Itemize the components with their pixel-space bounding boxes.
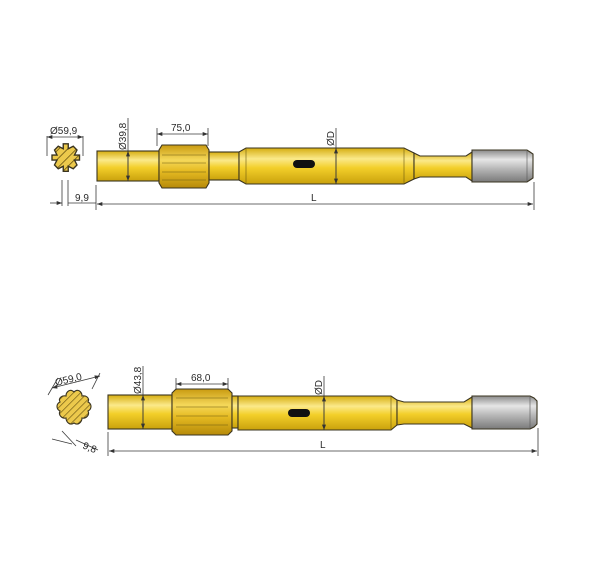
overall-length-label: L: [311, 193, 317, 204]
shank-diameter-label: Ø39,8: [118, 122, 129, 150]
shank-drawing-bottom: Ø59,0 9,8 Ø43,8: [47, 366, 539, 457]
body-diameter-label: ØD: [314, 380, 325, 395]
shank-tip: [471, 395, 538, 430]
flushing-slot: [288, 409, 310, 417]
body-diameter-label: ØD: [326, 131, 337, 146]
shank-diameter-label: Ø43,8: [133, 366, 144, 394]
shank-drawing-top: Ø59,9 9,9: [46, 118, 535, 210]
shank-body-bottom: [107, 388, 538, 436]
spline-profile-icon: [51, 143, 81, 172]
spline-length-label: 68,0: [191, 373, 211, 384]
dimensions-bottom: Ø43,8 68,0 ØD L: [107, 366, 539, 456]
shank-body-top: [96, 144, 534, 189]
spline-profile-icon: [56, 389, 92, 425]
cross-section-bottom: Ø59,0 9,8: [47, 372, 101, 457]
cross-section-top: Ø59,9 9,9: [46, 126, 96, 206]
overall-length-label: L: [320, 440, 326, 451]
cross-section-diameter-label: Ø59,0: [54, 372, 84, 389]
spline-width-label: 9,8: [81, 441, 98, 457]
spline-width-label: 9,9: [75, 193, 89, 204]
dimensions-top: Ø39,8 75,0 ØD L: [95, 118, 535, 210]
cross-section-diameter-label: Ø59,9: [50, 126, 78, 137]
spline-length-label: 75,0: [171, 123, 191, 134]
shank-tip: [471, 149, 534, 183]
flushing-slot: [293, 160, 315, 168]
